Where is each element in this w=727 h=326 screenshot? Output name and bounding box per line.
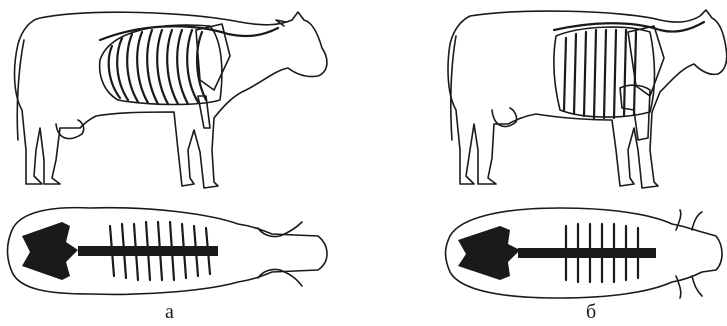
cow-a-side-view	[15, 12, 327, 188]
cow-b-top-view	[446, 208, 723, 298]
cow-b-top-spine	[518, 248, 656, 258]
cow-b-side-view	[448, 10, 727, 188]
cow-b-top-pelvis	[458, 226, 520, 280]
cow-b-top-horns	[676, 210, 702, 298]
caption-b: б	[586, 302, 596, 322]
cow-b-body-outline	[448, 10, 727, 188]
cow-a-top-ribs	[110, 222, 210, 280]
cow-a-top-view	[8, 208, 328, 295]
cow-b-tail	[451, 36, 456, 140]
cow-a-ribcage	[100, 25, 222, 104]
cow-a-body-outline	[15, 12, 327, 188]
caption-a: а	[165, 302, 174, 322]
cow-a-top-pelvis	[22, 222, 78, 280]
cow-a-foreleg-bone	[198, 96, 210, 128]
cow-b-ribcage	[554, 27, 655, 118]
